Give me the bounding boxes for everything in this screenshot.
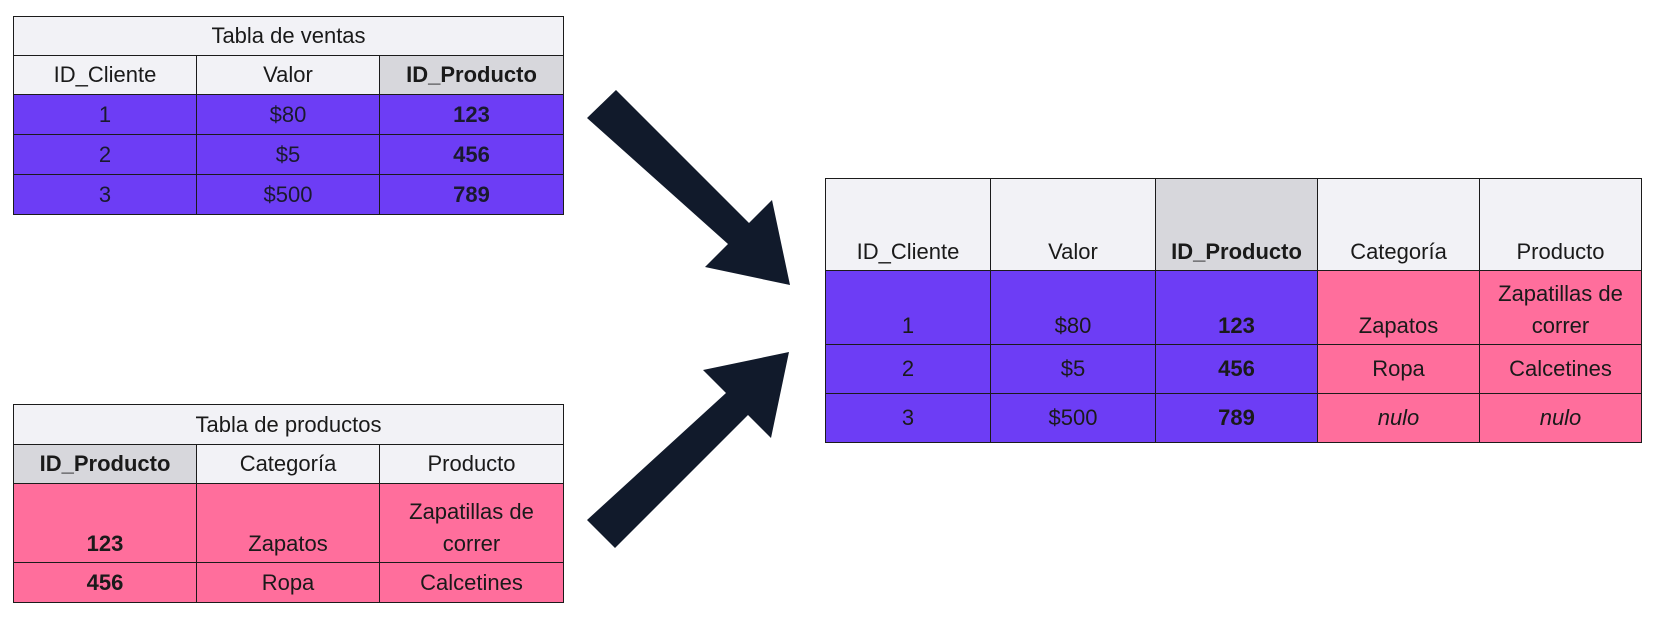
products-cell: 456 [13,562,197,603]
result-cell: 456 [1155,344,1318,394]
result-header-id-producto: ID_Producto [1155,178,1318,271]
sales-cell: 123 [379,94,564,135]
sales-table-title: Tabla de ventas [13,16,564,56]
products-table: Tabla de productos ID_Producto Categoría… [12,404,565,603]
products-header-producto: Producto [378,444,565,484]
products-table-title: Tabla de productos [12,404,565,445]
sales-cell: 456 [379,134,564,175]
sales-cell: $500 [196,174,380,215]
products-header-id-producto: ID_Producto [13,444,197,484]
result-cell: $500 [990,393,1156,443]
result-table: ID_Cliente Valor ID_Producto Categoría P… [825,178,1642,443]
result-cell: 1 [825,270,991,345]
table-row: 456 Ropa Calcetines [13,562,565,603]
sales-cell: $80 [196,94,380,135]
result-header-valor: Valor [990,178,1156,271]
result-cell: nulo [1479,393,1642,443]
result-header-producto: Producto [1479,178,1642,271]
table-row: 1 $80 123 Zapatos Zapatillas de correr [825,270,1642,345]
products-cell: Zapatillas de correr [378,483,565,563]
sales-table: Tabla de ventas ID_Cliente Valor ID_Prod… [13,16,564,215]
result-cell: Zapatillas de correr [1479,270,1642,345]
table-row: 2 $5 456 [13,134,564,175]
result-cell: 789 [1155,393,1318,443]
sales-cell: 3 [13,174,197,215]
result-header-id-cliente: ID_Cliente [825,178,991,271]
sales-cell: 789 [379,174,564,215]
result-cell: nulo [1317,393,1480,443]
products-header-categoria: Categoría [196,444,380,484]
table-row: 1 $80 123 [13,94,564,135]
products-cell: Ropa [196,562,380,603]
result-cell: $80 [990,270,1156,345]
result-cell: 123 [1155,270,1318,345]
table-row: 3 $500 789 [13,174,564,215]
table-row: 3 $500 789 nulo nulo [825,393,1642,443]
products-cell: Calcetines [378,562,565,603]
arrow-up-right-icon [587,352,789,548]
result-cell: Ropa [1317,344,1480,394]
result-cell: 3 [825,393,991,443]
table-row: 123 Zapatos Zapatillas de correr [13,483,565,563]
sales-header-id-producto: ID_Producto [379,55,564,95]
result-cell: Zapatos [1317,270,1480,345]
table-row: 2 $5 456 Ropa Calcetines [825,344,1642,394]
result-cell: Calcetines [1479,344,1642,394]
products-cell: Zapatos [196,483,380,563]
arrow-down-right-icon [587,90,790,285]
result-cell: 2 [825,344,991,394]
sales-cell: 1 [13,94,197,135]
result-cell: $5 [990,344,1156,394]
result-header-categoria: Categoría [1317,178,1480,271]
sales-header-id-cliente: ID_Cliente [13,55,197,95]
